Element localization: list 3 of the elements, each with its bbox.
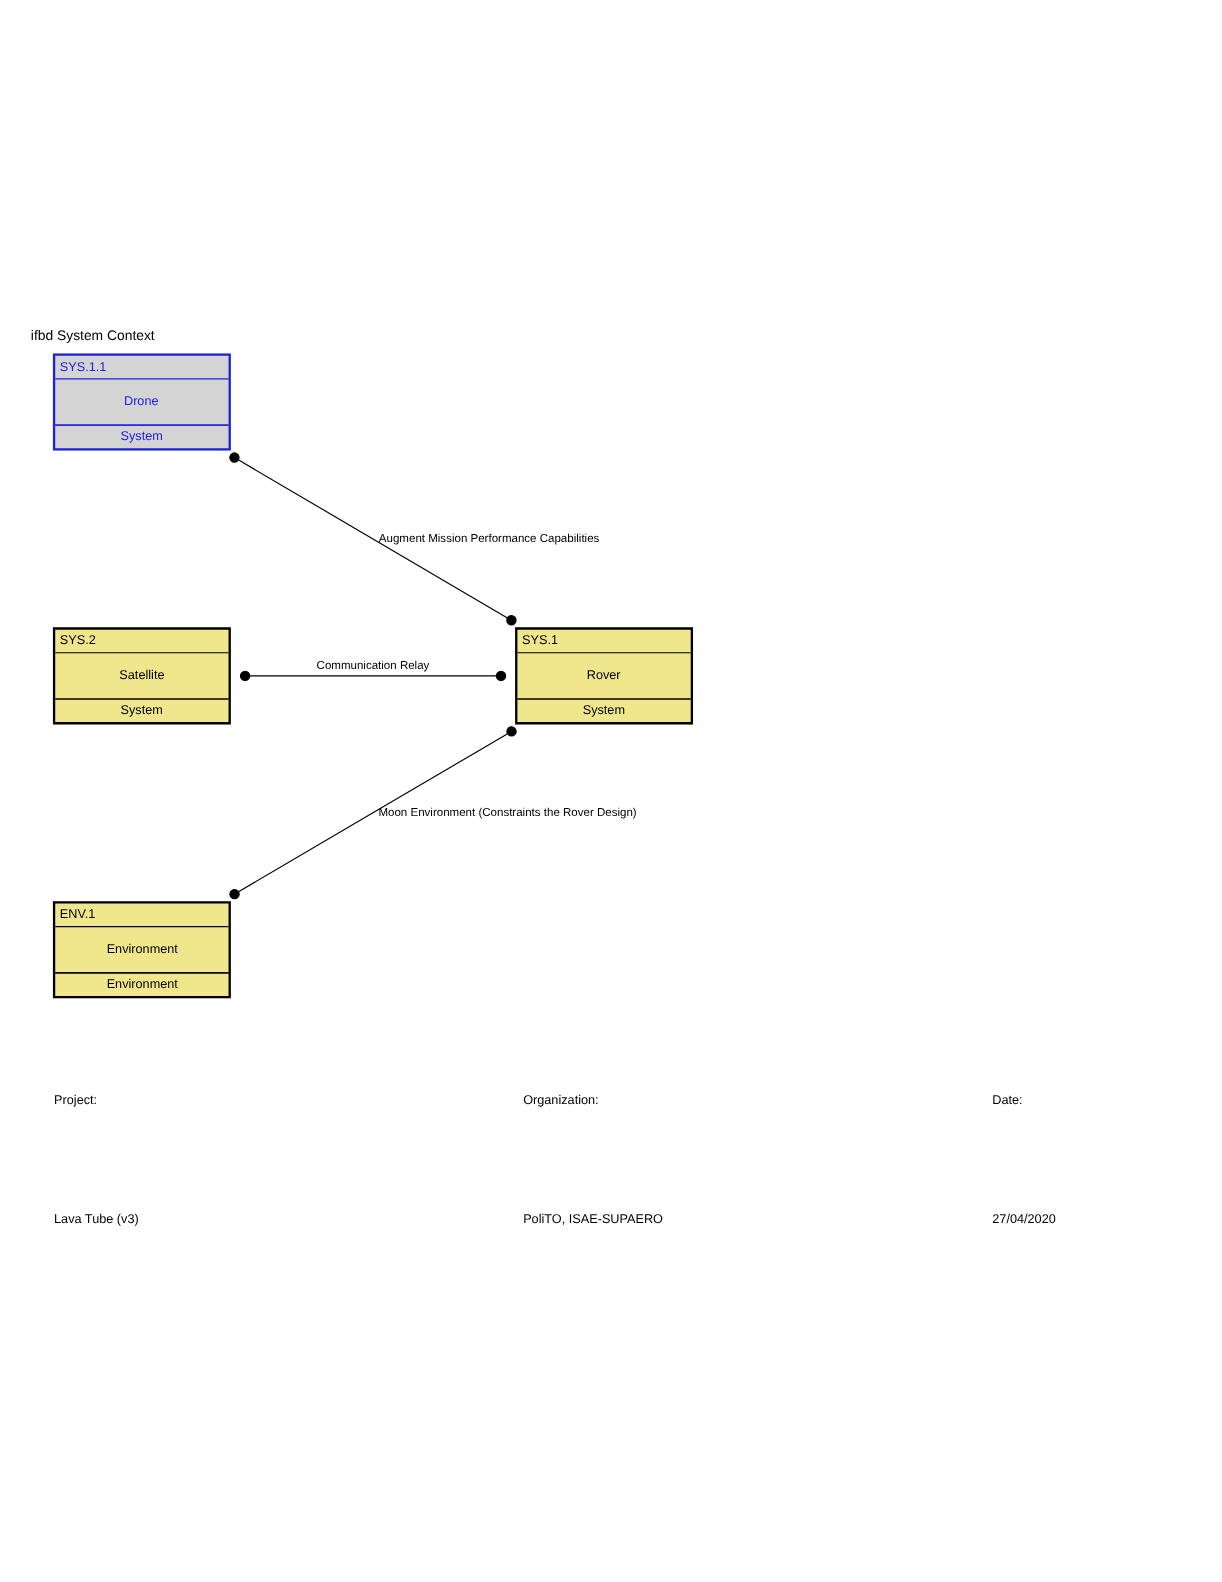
connector bbox=[229, 725, 517, 899]
connector bbox=[229, 451, 517, 625]
connector bbox=[239, 669, 507, 681]
